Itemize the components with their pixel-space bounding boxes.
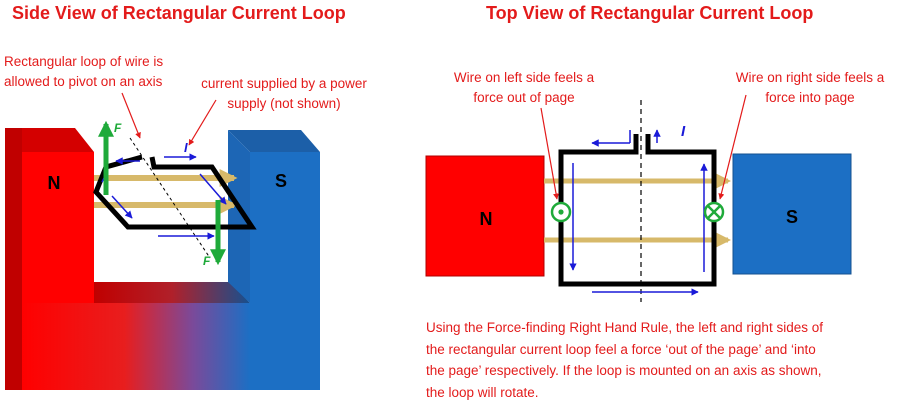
side-current-arrow-right	[199, 173, 227, 205]
right-force-note-line-2: force into page	[765, 90, 855, 105]
pivot-note-line-2: allowed to pivot on an axis	[4, 74, 163, 89]
north-pole-face	[5, 128, 22, 390]
right-force-note-line-1: Wire on right side feels a	[735, 70, 885, 85]
left-force-note-line-2: force out of page	[473, 90, 575, 105]
pivot-note: Rectangular loop of wire is allowed to p…	[4, 52, 163, 92]
pivot-note-line-1: Rectangular loop of wire is	[4, 54, 164, 69]
right-force-note: Wire on right side feels a force into pa…	[722, 68, 898, 108]
top-view-title: Top View of Rectangular Current Loop	[486, 3, 814, 23]
power-supply-note: current supplied by a power supply (not …	[196, 74, 372, 114]
left-force-note: Wire on left side feels a force out of p…	[436, 68, 612, 108]
top-south-pole	[732, 153, 852, 275]
side-current-label: I	[184, 140, 188, 155]
into-page-icon	[703, 201, 725, 223]
top-north-pole	[425, 155, 545, 277]
side-force-label-bottom: F	[203, 254, 211, 268]
right-force-callout-arrow	[718, 94, 747, 200]
left-force-note-line-1: Wire on left side feels a	[453, 70, 595, 85]
top-north-label: N	[480, 209, 493, 229]
side-force-label-top: F	[114, 121, 122, 135]
yoke-front-face	[22, 303, 250, 390]
caption-line-1: Using the Force-finding Right Hand Rule,…	[426, 320, 823, 335]
side-view-title: Side View of Rectangular Current Loop	[12, 3, 346, 23]
yoke-top-face	[94, 282, 250, 303]
explanation-caption: Using the Force-finding Right Hand Rule,…	[426, 317, 896, 403]
left-force-callout-arrow	[540, 107, 560, 200]
top-south-label: S	[786, 207, 798, 227]
side-current-arrow-diag	[111, 195, 133, 219]
out-of-page-icon	[550, 201, 572, 223]
supply-callout-arrow	[188, 99, 217, 146]
south-pole-top	[228, 130, 320, 152]
side-south-label: S	[275, 171, 287, 191]
side-north-label: N	[48, 173, 61, 193]
north-pole-top	[5, 128, 94, 152]
top-current-label: I	[681, 123, 686, 140]
south-pole-face	[250, 152, 320, 390]
caption-line-4: the loop will rotate.	[426, 384, 539, 400]
top-current-loop	[558, 134, 717, 287]
side-pivot-axis	[129, 137, 211, 259]
power-supply-note-line-1: current supplied by a power	[201, 76, 367, 91]
caption-line-2: the rectangular current loop feel a forc…	[426, 341, 816, 357]
caption-line-3: the page’ respectively. If the loop is m…	[426, 363, 822, 378]
pivot-callout-arrow	[121, 92, 141, 139]
power-supply-note-line-2: supply (not shown)	[227, 96, 341, 111]
